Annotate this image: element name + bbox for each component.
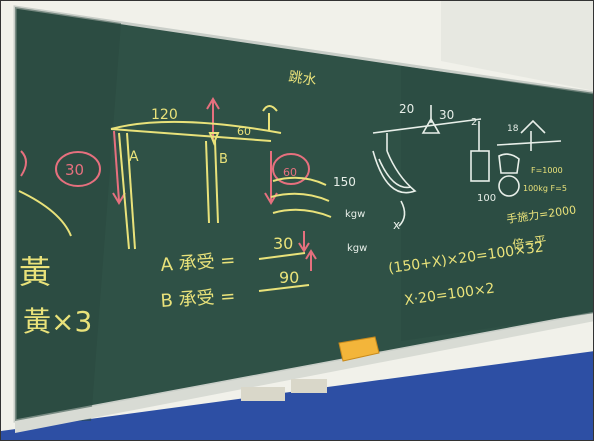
water-wave-3: [272, 208, 332, 218]
label-B: B: [219, 152, 228, 167]
chalk-tray: [15, 313, 593, 433]
label-kgw-1: kgw: [345, 209, 365, 220]
pink-arrowhead-up-90: [305, 249, 317, 260]
label-jump-water: 跳水: [287, 69, 317, 89]
post-B-left: [205, 140, 210, 224]
fulcrum: [421, 117, 441, 134]
force-f1: F=1000: [531, 166, 563, 175]
label-18: 18: [507, 124, 519, 134]
pink-arrowhead-up: [206, 97, 220, 110]
B-value-90: 90: [279, 268, 299, 287]
pivot-B: [208, 132, 220, 146]
label-A: A: [129, 149, 139, 165]
pink-curve-edge: [20, 150, 27, 177]
pink-circle-60: [272, 153, 310, 185]
yellow-char: 黃: [19, 253, 51, 291]
white-balance-diagram: [372, 105, 562, 227]
diver-head: [262, 105, 278, 112]
label-30-right: 30: [439, 108, 454, 122]
post-B-right: [214, 140, 219, 224]
weight-100: [498, 175, 520, 197]
tray-bracket-right: [291, 379, 327, 393]
eraser[interactable]: [338, 336, 380, 362]
pink-circle-30: [55, 151, 101, 187]
A-value-30: 30: [273, 234, 293, 253]
beam-bottom: [110, 128, 272, 142]
upper-wall-right: [441, 1, 593, 91]
yellow-beam-diagram: [18, 105, 332, 292]
pink-writing: 30: [65, 161, 84, 179]
tray-bracket-left: [241, 387, 285, 401]
pink-drawings: [20, 97, 317, 271]
label-kgw-2: kgw: [347, 243, 367, 254]
beam-top: [110, 120, 282, 134]
bucket: [498, 153, 520, 174]
white-writing: 20 30 2 18 100 kgw kgw x: [345, 102, 519, 254]
water-wave-2: [270, 192, 330, 202]
label-x: x: [393, 218, 400, 232]
label-150: 150: [333, 175, 356, 189]
label-20: 20: [399, 102, 414, 116]
lower-wall: [1, 351, 593, 440]
label-30-circle: 30: [65, 161, 84, 179]
water-wave-1: [272, 176, 327, 186]
fraction-bar-30: [258, 252, 306, 260]
post-A-right: [126, 132, 136, 250]
ratio-note: 倍=平: [511, 232, 547, 252]
label-2: 2: [471, 117, 477, 128]
pink-arrowhead-down-30: [298, 242, 310, 253]
board-shade-left: [15, 7, 121, 421]
pink-arrowhead-left: [112, 192, 126, 205]
force-f2: 100kg F=5: [523, 184, 567, 193]
pink-arrow-left: [113, 130, 120, 202]
board-shade-right: [401, 66, 593, 341]
yellow-times-3: 黃×3: [23, 305, 92, 338]
banana-bunch: [372, 150, 417, 194]
label-60-circle: 60: [283, 166, 297, 179]
label-120: 120: [151, 107, 178, 123]
A-bear-label: A 承受 =: [160, 250, 236, 276]
label-100: 100: [477, 193, 496, 204]
B-bear-label: B 承受 =: [160, 286, 236, 312]
person-hat: [520, 119, 546, 134]
banana-line: [378, 158, 412, 189]
lever-bar-2: [496, 140, 562, 146]
yellow-curve-left: [18, 190, 72, 237]
post-A-left: [118, 132, 130, 250]
fraction-bar-90: [258, 284, 310, 292]
point-labels: A B: [129, 149, 228, 167]
label-60: 60: [237, 125, 251, 138]
hook-curve: [398, 200, 406, 227]
bottle-weight: [470, 150, 490, 182]
